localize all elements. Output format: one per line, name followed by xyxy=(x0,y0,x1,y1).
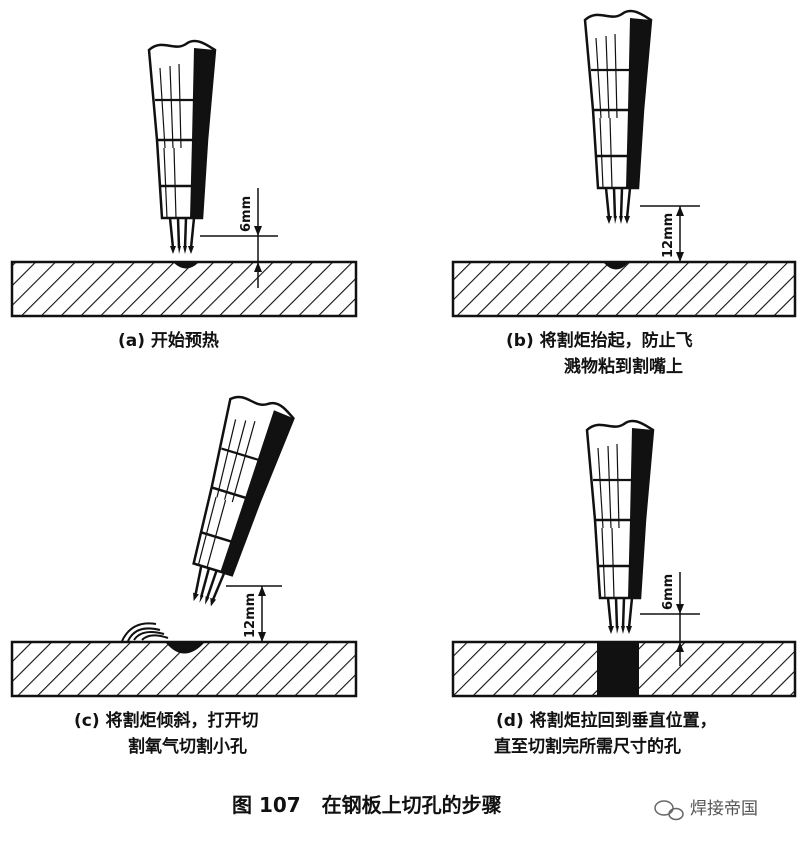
caption-line-2: 溅物粘到割嘴上 xyxy=(564,356,683,377)
panel-a: 6mm (a) 开始预热 xyxy=(10,39,358,351)
dimension-marker xyxy=(200,188,278,288)
preheat-spot xyxy=(604,263,628,270)
cutting-torch xyxy=(147,39,217,256)
panel-c: 12mm (c) 将割炬倾斜，打开切 割氧气切割小孔 xyxy=(10,389,358,757)
watermark-text: 焊接帝国 xyxy=(690,799,758,819)
watermark: 焊接帝国 xyxy=(654,799,758,821)
dimension-marker xyxy=(640,572,700,666)
dimension-label: 6mm xyxy=(239,196,254,232)
dimension-marker xyxy=(226,585,282,642)
caption-line-1: (c) 将割炬倾斜，打开切 xyxy=(74,710,259,731)
cutting-torch xyxy=(583,9,653,226)
caption-line-1: (a) 开始预热 xyxy=(118,330,219,351)
cutting-torch xyxy=(169,389,298,615)
caption-line-1: (d) 将割炬拉回到垂直位置， xyxy=(496,710,717,731)
steel-plate xyxy=(10,260,358,318)
cutting-torch xyxy=(585,419,655,636)
dimension-marker xyxy=(640,205,700,262)
slag-spatter xyxy=(121,622,169,642)
caption-line-1: (b) 将割炬抬起，防止飞 xyxy=(506,330,693,351)
caption-line-2: 割氧气切割小孔 xyxy=(128,736,247,757)
dimension-label: 6mm xyxy=(661,574,676,610)
figure-caption: 图 107 在钢板上切孔的步骤 xyxy=(232,793,502,817)
steel-plate xyxy=(451,260,797,318)
panel-b: 12mm (b) 将割炬抬起，防止飞 溅物粘到割嘴上 xyxy=(451,9,797,377)
wechat-icon xyxy=(654,800,684,821)
dimension-label: 12mm xyxy=(243,593,258,638)
pierce-hole xyxy=(166,643,204,654)
cut-hole xyxy=(597,642,639,696)
dimension-label: 12mm xyxy=(661,213,676,258)
caption-line-2: 直至切割完所需尺寸的孔 xyxy=(494,736,681,757)
preheat-spot xyxy=(174,263,198,269)
panel-d: 6mm (d) 将割炬拉回到垂直位置， 直至切割完所需尺寸的孔 xyxy=(451,419,797,757)
